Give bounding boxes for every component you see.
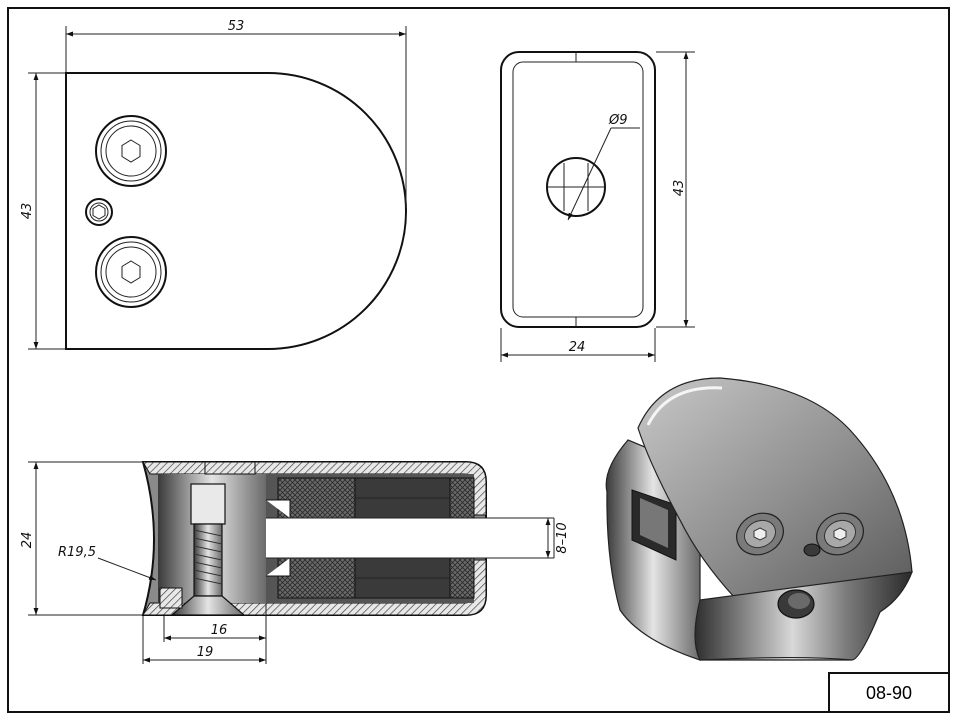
diameter-leader-line <box>567 127 612 221</box>
dimension-height-label: 43 <box>20 203 35 220</box>
set-screw <box>85 198 113 226</box>
isometric-set-screw <box>803 543 821 557</box>
dimension-screw-span-label: 16 <box>211 623 228 638</box>
dimension-side-width-label: 24 <box>569 340 586 355</box>
front-view-outline <box>65 72 407 350</box>
dimension-glass-label: 8–10 <box>555 522 570 553</box>
hex-socket-screw-lower <box>95 236 167 308</box>
drawing-frame <box>7 7 950 713</box>
glass-slot <box>266 518 554 558</box>
side-view: Ø9 43 24 <box>500 51 695 362</box>
front-view: 53 43 <box>20 19 407 350</box>
dimension-radius-label: R19,5 <box>58 545 96 560</box>
radius-leader-line <box>97 557 157 581</box>
dimension-section-height-label: 24 <box>20 532 35 549</box>
drawing-code-box: 08-90 <box>828 672 950 713</box>
dimension-width-label: 53 <box>228 19 245 34</box>
hex-socket-screw-upper <box>95 115 167 187</box>
drawing-code-label: 08-90 <box>866 683 912 703</box>
isometric-view <box>605 377 913 661</box>
isometric-screw-right <box>816 512 864 556</box>
countersunk-screw <box>170 483 246 616</box>
dimension-base-span-label: 19 <box>197 645 214 660</box>
dimension-side-height-label: 43 <box>672 180 687 197</box>
section-view: 24 R19,5 8–10 16 19 <box>20 461 570 664</box>
side-view-outer-outline <box>500 51 656 328</box>
dimension-diameter-label: Ø9 <box>608 113 628 128</box>
bore-hole <box>546 157 606 217</box>
isometric-screw-left <box>736 512 784 556</box>
